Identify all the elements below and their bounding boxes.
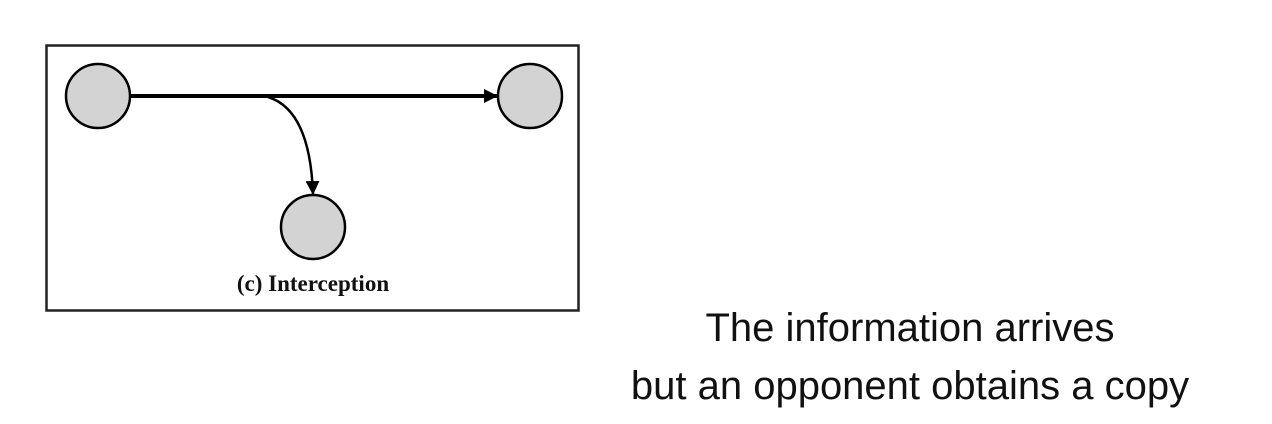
diagram-label: (c) Interception	[237, 271, 389, 296]
opponent-node	[279, 193, 347, 261]
caption-line-1: The information arrives	[705, 306, 1115, 350]
destination-node	[496, 62, 564, 130]
interception-arrow	[267, 95, 320, 195]
source-node	[64, 62, 132, 130]
interception-diagram: (c) Interception	[45, 44, 580, 312]
caption-line-2: but an opponent obtains a copy	[630, 364, 1190, 408]
